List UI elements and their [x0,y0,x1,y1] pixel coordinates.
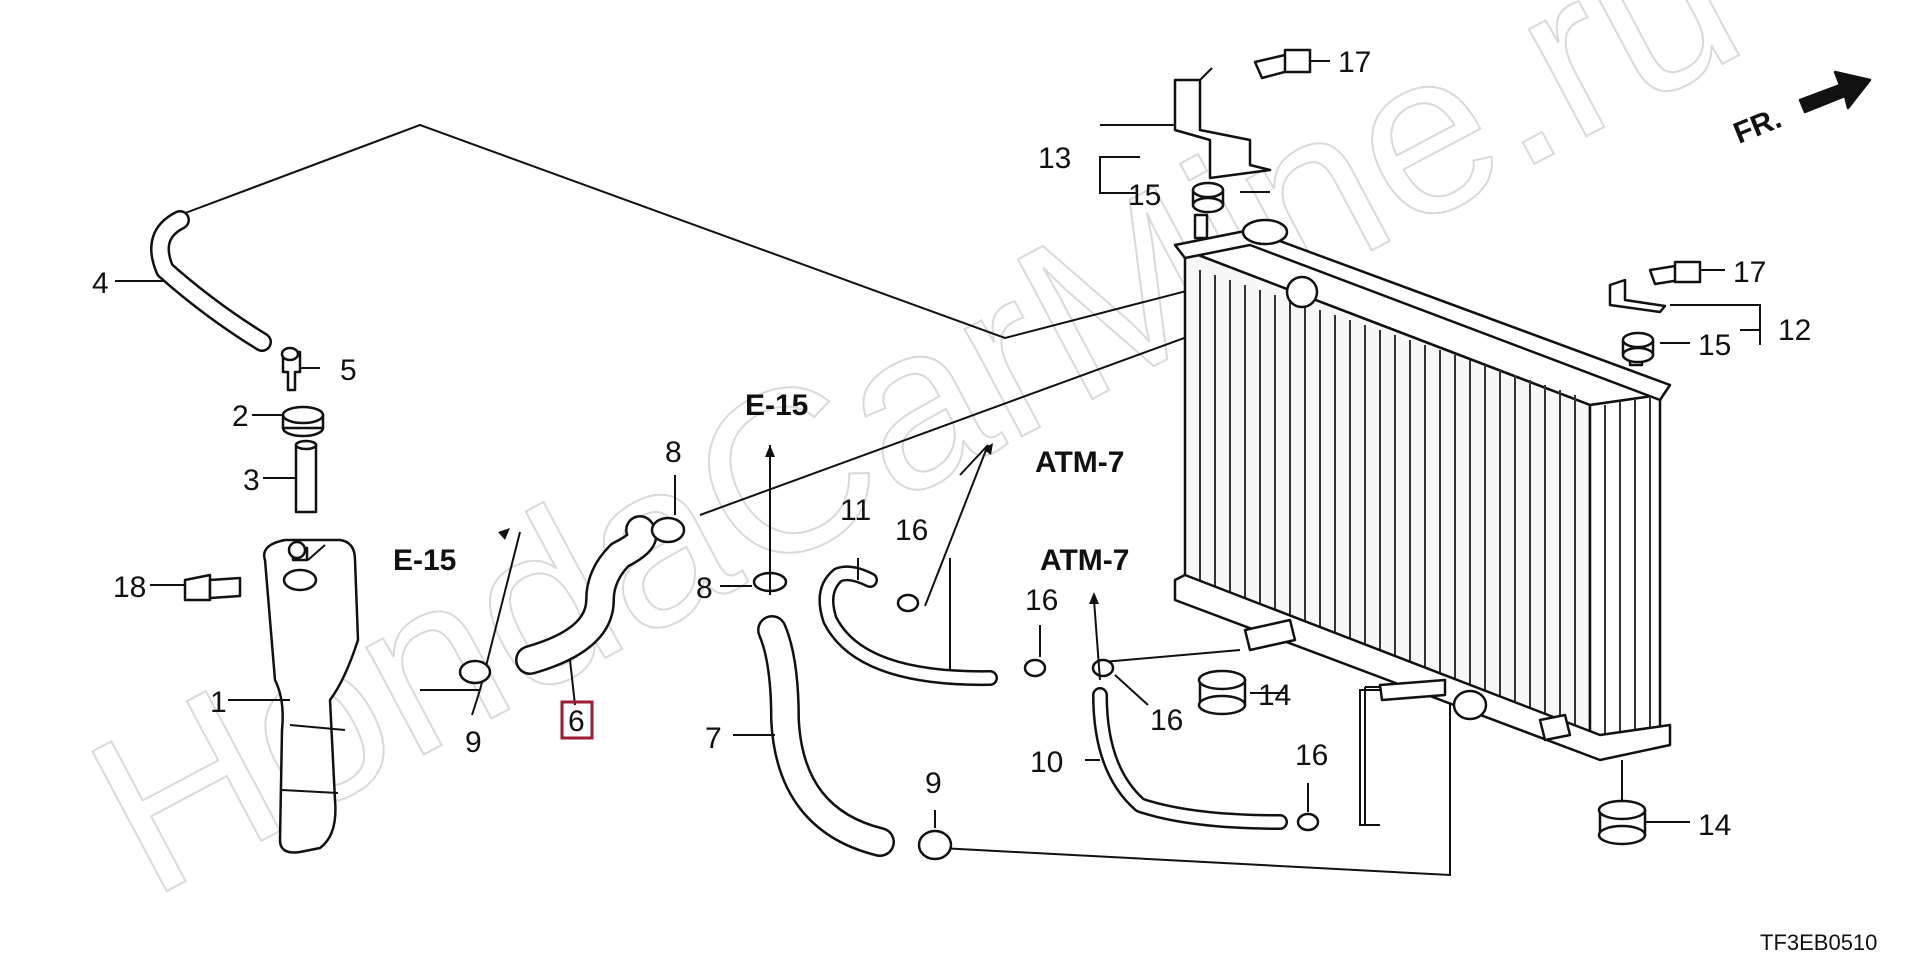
reservoir-tank [262,538,360,854]
ref-label-e15: E-15 [393,544,456,577]
ref-label-atm7: ATM-7 [1035,446,1124,479]
part-label-3: 3 [243,464,260,497]
part-label-1: 1 [210,686,227,719]
diagram-code: TF3EB0510 [1760,930,1877,955]
lower-mount-cushion [1197,669,1247,716]
part-label-9: 9 [925,767,942,800]
part-label-10: 10 [1030,746,1063,779]
part-label-13: 13 [1038,142,1071,175]
lower-mount-cushion [1597,760,1647,846]
part-label-16: 16 [1150,704,1183,737]
leader-lines [115,60,1761,828]
part-label-15: 15 [1128,179,1161,212]
part-label-4: 4 [92,267,109,300]
upper-mount-cushion [1621,331,1655,364]
bolt [1253,48,1312,80]
highlighted-part-box [560,700,594,740]
part-label-11: 11 [840,494,871,527]
part-label-2: 2 [232,400,249,433]
part-label-8: 8 [665,436,682,469]
grommet [281,405,325,438]
tube [294,439,318,514]
bolt [183,573,242,602]
reference-labels: E-15 E-15 ATM-7 ATM-7 [393,389,1129,577]
part-label-16: 16 [895,514,928,547]
part-label-17: 17 [1733,256,1766,289]
part-label-14: 14 [1258,679,1291,712]
part-label-6: 6 [568,705,585,738]
upper-bracket [1173,67,1272,180]
part-label-8: 8 [696,572,713,605]
part-label-15: 15 [1698,329,1731,362]
part-label-17: 17 [1338,46,1371,79]
side-bracket [1608,278,1667,314]
part-label-16: 16 [1295,739,1328,772]
bolt [1648,260,1702,286]
part-label-9: 9 [465,726,482,759]
ref-label-atm7: ATM-7 [1040,544,1129,577]
part-labels: 1 2 3 4 5 6 7 8 8 9 9 10 11 12 13 14 14 … [92,46,1811,842]
upper-mount-cushion [1191,181,1225,214]
part-label-14: 14 [1698,809,1731,842]
part-label-5: 5 [340,354,357,387]
part-label-12: 12 [1778,314,1811,347]
ref-label-e15: E-15 [745,389,808,422]
part-label-18: 18 [113,571,146,604]
radiator [1173,213,1672,762]
elbow-fitting [280,346,302,392]
part-label-16: 16 [1025,584,1058,617]
part-label-7: 7 [705,722,722,755]
